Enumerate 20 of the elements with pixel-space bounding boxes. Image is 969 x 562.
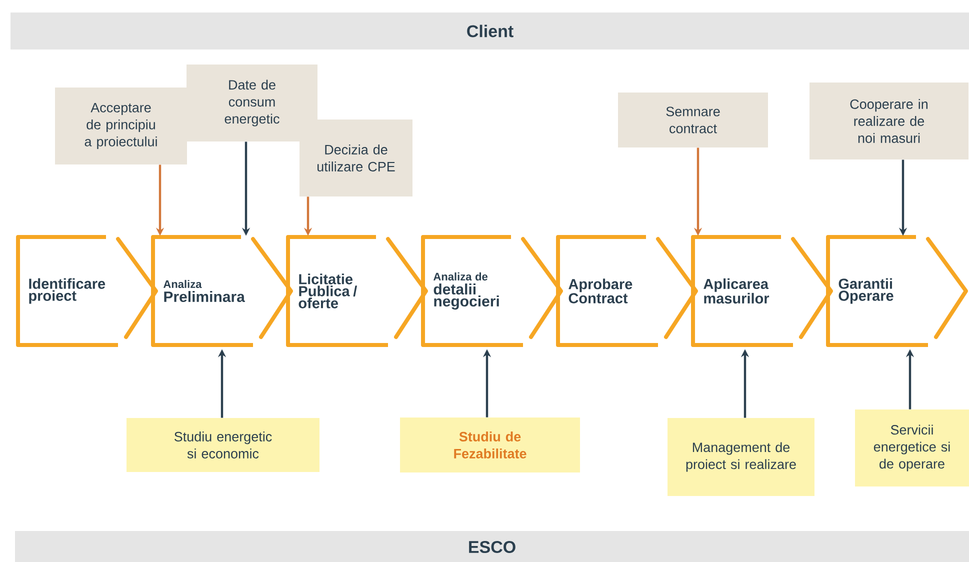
node-label: Acceptare de principiu a proiectului xyxy=(84,102,157,150)
node-label: Date de consum energetic xyxy=(224,80,280,126)
chevron-step: Analiza Preliminara xyxy=(151,235,293,347)
chevron-step: Garantii Operare xyxy=(826,235,968,347)
chevron-step: Analiza de detalii negocieri xyxy=(421,235,563,347)
band-heading: Client xyxy=(10,12,969,50)
note-box: Decizia de utilizare CPE xyxy=(300,120,412,196)
band-heading: ESCO xyxy=(15,531,969,562)
service-box: Management de proiect si realizare xyxy=(668,418,814,496)
note-box: Cooperare in realizare de noi masuri xyxy=(810,82,968,160)
note-box: Semnare contract xyxy=(618,92,768,148)
chevron-step: Aprobare Contract xyxy=(556,235,698,347)
service-box: Servicii energetice si de operare xyxy=(855,410,969,486)
chevron-step: Aplicarea masurilor xyxy=(691,235,833,347)
chevron-step: Identificare proiect xyxy=(16,235,158,347)
note-box: Acceptare de principiu a proiectului xyxy=(55,88,187,164)
service-box: Studiu energetic si economic xyxy=(126,418,320,472)
service-box: Studiu de Fezabilitate xyxy=(400,418,580,472)
note-box: Date de consum energetic xyxy=(186,64,318,142)
chevron-step: Licitatie Publica / oferte xyxy=(286,235,428,347)
